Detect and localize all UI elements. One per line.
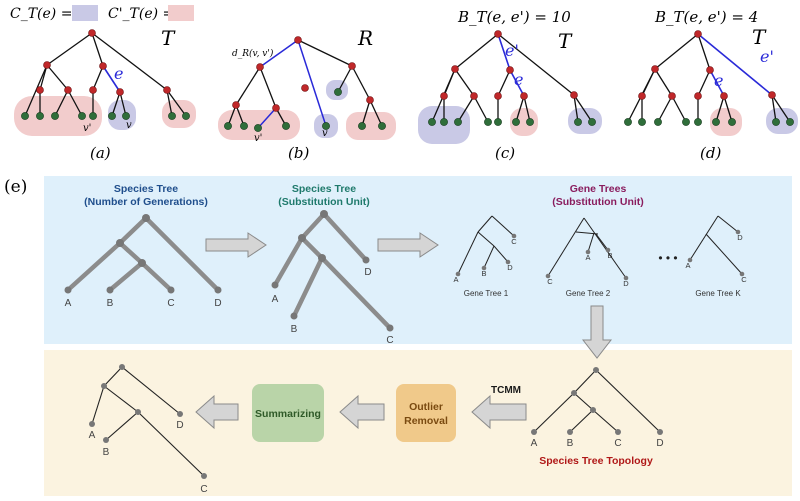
leaf-label: B: [291, 324, 298, 335]
legend-ct-swatch: [72, 5, 98, 21]
leaf-label: B: [481, 269, 486, 278]
leaf-label: D: [623, 279, 629, 288]
outlier-removal-box: Outlier Removal: [396, 384, 456, 442]
species-tree-substitution: Species Tree (Substitution Unit) A B C D: [271, 183, 394, 346]
legend-ct-label: C_T(e) =: [10, 6, 72, 22]
flow-arrow: [205, 232, 267, 258]
outlier-line2: Removal: [404, 415, 448, 427]
edge-label: e: [114, 64, 123, 83]
leaf-label: B: [107, 298, 114, 309]
outlier-line1: Outlier: [409, 401, 443, 413]
tree-subtitle: (Number of Generations): [84, 196, 208, 208]
panel-a: T e v' v (a): [14, 26, 196, 162]
flow-arrow: [339, 394, 385, 430]
leaf-label: A: [272, 294, 279, 305]
leaf-label: v: [126, 120, 132, 131]
edge-label: e': [505, 41, 519, 60]
gene-trees-title: Gene Trees: [570, 183, 627, 195]
blue-region: [766, 108, 798, 134]
species-tree-generations: Species Tree (Number of Generations) A B…: [64, 183, 222, 309]
gene-tree-caption: Gene Tree K: [695, 289, 741, 298]
gene-trees: Gene Trees (Substitution Unit) A B D C G…: [453, 183, 747, 298]
leaf-label: v': [254, 133, 262, 144]
topology-label: Species Tree Topology: [539, 455, 653, 467]
panel-label-e: (e): [4, 177, 27, 197]
tree-title: Species Tree: [292, 183, 356, 195]
ellipsis: • • •: [658, 251, 677, 265]
leaf-label: B: [567, 438, 574, 449]
tcmm-arrow: [471, 394, 527, 430]
leaf-label: D: [364, 267, 371, 278]
leaf-label: C: [614, 438, 621, 449]
distance-label: d_R(v, v'): [232, 48, 274, 59]
gene-trees-subtitle: (Substitution Unit): [552, 196, 644, 208]
leaf-label: D: [214, 298, 221, 309]
pink-region: [346, 112, 396, 140]
pink-region: [162, 100, 196, 128]
tcmm-label: TCMM: [491, 385, 521, 396]
leaf-label: C: [167, 298, 174, 309]
panel-c: B_T(e, e') = 10: [418, 8, 602, 162]
equation-label: B_T(e, e') = 4: [654, 8, 758, 26]
gene-tree-1: A B D C Gene Tree 1: [453, 215, 517, 298]
final-species-tree: A D B C: [89, 364, 208, 495]
leaf-label: B: [607, 251, 612, 260]
tree-subtitle: (Substitution Unit): [278, 196, 370, 208]
leaf-label: C: [547, 277, 553, 286]
leaf-label: C: [741, 275, 747, 284]
leaf-label: A: [585, 253, 590, 262]
leaf-label: v: [322, 128, 328, 139]
tree-title: Species Tree: [114, 183, 178, 195]
flow-arrow: [195, 394, 239, 430]
leaf-label: A: [685, 261, 690, 270]
leaf-label: C: [511, 237, 517, 246]
leaf-label: A: [89, 430, 96, 441]
leaf-label: D: [507, 263, 513, 272]
legend: C_T(e) = C'_T(e) =: [10, 5, 194, 22]
edge-label: e: [514, 70, 523, 89]
leaf-label: D: [176, 420, 183, 431]
leaf-label: A: [453, 275, 458, 284]
tree-label: T: [558, 29, 573, 53]
panel-caption: (b): [288, 144, 309, 162]
edge-label: e': [760, 47, 774, 66]
panel-d: B_T(e, e') = 4: [624, 8, 798, 162]
leaf-label: A: [531, 438, 538, 449]
gene-tree-k: A D C Gene Tree K: [685, 215, 747, 298]
summarizing-box: Summarizing: [252, 384, 324, 442]
species-tree-topology: A B C D Species Tree Topology: [531, 367, 664, 467]
leaf-label: C: [200, 484, 207, 495]
legend-ctp-label: C'_T(e) =: [108, 6, 174, 22]
gene-tree-2: C A B D Gene Tree 2: [545, 217, 629, 298]
edge-label: e: [714, 71, 723, 90]
tree-label: T: [752, 25, 767, 49]
leaf-label: D: [656, 438, 663, 449]
leaf-label: C: [386, 335, 393, 346]
simulation-region: [44, 176, 792, 344]
leaf-label: A: [65, 298, 72, 309]
gene-tree-caption: Gene Tree 1: [464, 289, 509, 298]
panel-caption: (c): [495, 144, 515, 162]
tree-label: T: [161, 26, 176, 50]
flow-arrow-down: [581, 305, 613, 359]
pink-region: [510, 108, 538, 136]
tree-label: R: [357, 26, 373, 50]
flow-arrow: [377, 232, 439, 258]
equation-label: B_T(e, e') = 10: [457, 8, 571, 26]
panel-b: R d_R(v, v') v' v (b): [218, 26, 396, 162]
leaf-label: B: [103, 447, 110, 458]
panel-caption: (d): [700, 144, 721, 162]
leaf-label: D: [737, 233, 743, 242]
summarizing-label: Summarizing: [255, 408, 321, 420]
leaf-label: v': [83, 123, 91, 134]
legend-ctp-swatch: [168, 5, 194, 21]
panel-caption: (a): [90, 144, 111, 162]
gene-tree-caption: Gene Tree 2: [566, 289, 611, 298]
